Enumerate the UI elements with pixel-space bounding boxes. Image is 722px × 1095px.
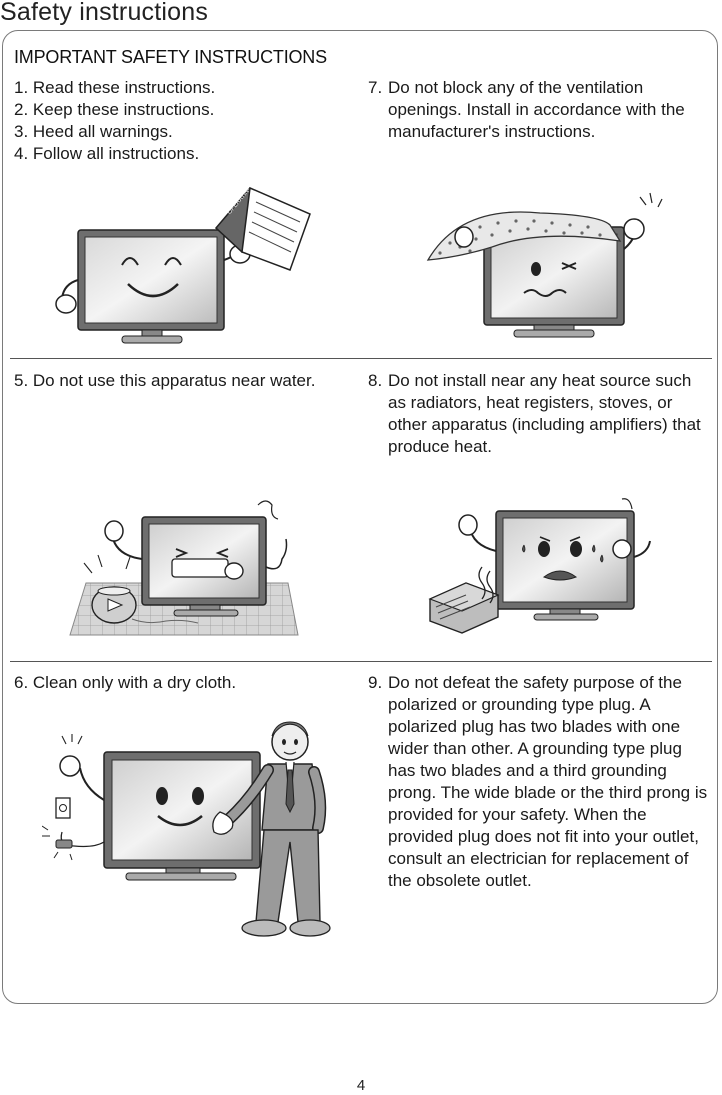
instruction-1: 1. Read these instructions.: [14, 78, 216, 97]
instruction-7-number: 7.: [368, 78, 383, 97]
instruction-6: 6. Clean only with a dry cloth.: [14, 673, 237, 692]
instructions-frame: [2, 30, 718, 1004]
page-number: 4: [356, 1077, 366, 1094]
tv-cleaning-illustration: [42, 721, 331, 937]
instruction-8-number: 8.: [368, 371, 383, 390]
tv-blocked-vent-illustration: [426, 192, 663, 338]
instruction-9-number: 9.: [368, 673, 383, 692]
instruction-7-text: Do not block any of the ventilation open…: [388, 78, 685, 141]
instructions-1-4: 1. Read these instructions. 2. Keep thes…: [14, 77, 344, 165]
section-divider-2: [10, 661, 712, 662]
instruction-3: 3. Heed all warnings.: [14, 122, 173, 141]
instruction-2: 2. Keep these instructions.: [14, 100, 215, 119]
tv-near-heat-illustration: [428, 498, 651, 634]
instruction-5: 5. Do not use this apparatus near water.: [14, 371, 316, 390]
instruction-8-text: Do not install near any heat source such…: [388, 371, 701, 456]
instruction-7: 7. Do not block any of the ventilation o…: [368, 77, 712, 143]
tv-near-water-illustration: [69, 500, 299, 636]
instruction-9: 9. Do not defeat the safety purpose of t…: [368, 672, 712, 892]
important-safety-heading: IMPORTANT SAFETY INSTRUCTIONS: [14, 47, 327, 67]
instruction-4: 4. Follow all instructions.: [14, 144, 200, 163]
instruction-8: 8. Do not install near any heat source s…: [368, 370, 712, 458]
section-divider-1: [10, 358, 712, 359]
instruction-9-text: Do not defeat the safety purpose of the …: [388, 673, 708, 890]
tv-reading-manual-illustration: OPERATING MANUAL: [55, 180, 311, 344]
page-title: Safety instructions: [0, 0, 209, 26]
